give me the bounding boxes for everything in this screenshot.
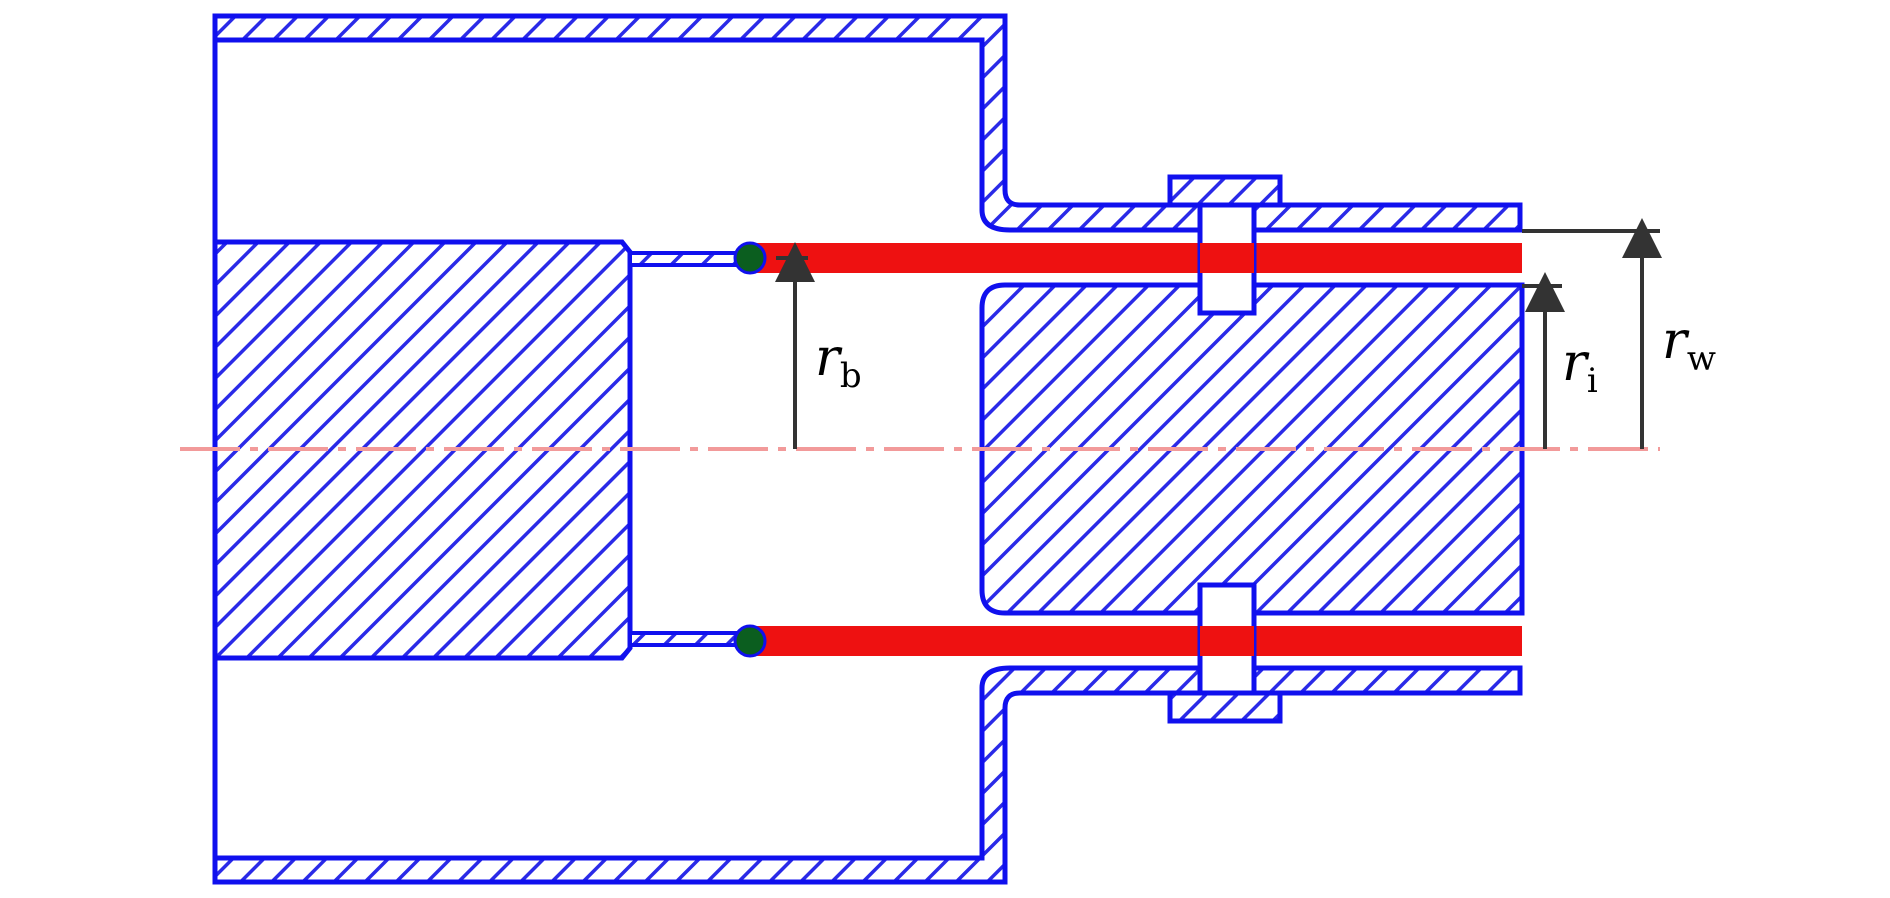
housing-bottom-wall bbox=[212, 665, 1523, 885]
tube-bottom-through-slot bbox=[1200, 626, 1254, 656]
sleeve-top bbox=[628, 251, 740, 267]
tube-top-through-slot bbox=[1200, 243, 1254, 273]
seal-ring-bottom bbox=[733, 624, 767, 658]
tube-bottom bbox=[750, 626, 1522, 656]
tube-top bbox=[750, 243, 1522, 273]
label-ri: ri bbox=[1562, 333, 1598, 401]
housing-top-wall bbox=[212, 13, 1523, 233]
label-rw-symbol: r bbox=[1662, 311, 1690, 371]
label-rw: rw bbox=[1662, 311, 1716, 379]
label-rw-subscript: w bbox=[1687, 339, 1716, 379]
sleeve-bottom bbox=[628, 631, 740, 647]
label-ri-subscript: i bbox=[1587, 361, 1598, 401]
label-rb-symbol: r bbox=[815, 328, 843, 388]
label-rb-subscript: b bbox=[840, 356, 862, 396]
flange-collar-bottom bbox=[1167, 690, 1283, 724]
left-plug-body bbox=[212, 239, 633, 661]
flange-collar-top bbox=[1167, 174, 1283, 208]
label-rb: rb bbox=[815, 328, 862, 396]
label-ri-symbol: r bbox=[1562, 333, 1590, 393]
seal-ring-top bbox=[733, 241, 767, 275]
